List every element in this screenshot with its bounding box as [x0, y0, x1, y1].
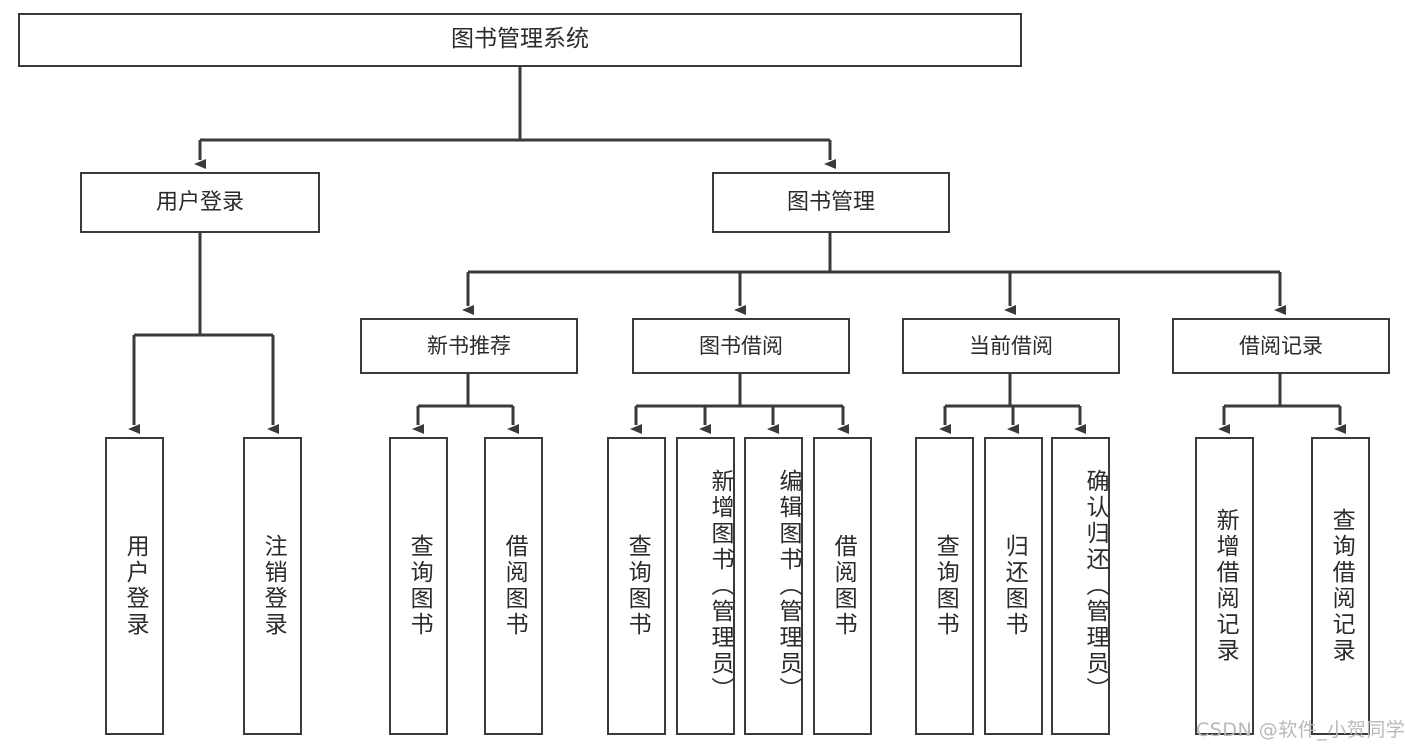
leaf-edit-book[interactable]: 编辑图书（管理员） [744, 437, 803, 735]
leaf-query-book-current[interactable]: 查询图书 [915, 437, 974, 735]
node-label: 查询借阅记录 [1328, 508, 1355, 664]
node-label: 查询图书 [932, 534, 959, 638]
leaf-borrow-book[interactable]: 借阅图书 [813, 437, 872, 735]
node-label: 用户登录 [122, 534, 149, 638]
node-borrow-record[interactable]: 借阅记录 [1172, 318, 1390, 374]
node-label: 图书管理系统 [451, 26, 589, 53]
node-label: 查询图书 [624, 534, 651, 638]
node-label: 注销登录 [260, 534, 287, 638]
node-label: 借阅图书 [501, 534, 528, 638]
leaf-user-login[interactable]: 用户登录 [105, 437, 164, 735]
node-label: 编辑图书（管理员） [775, 469, 801, 703]
node-user-login[interactable]: 用户登录 [80, 172, 320, 233]
leaf-borrow-book-recommend[interactable]: 借阅图书 [484, 437, 543, 735]
leaf-query-book-recommend[interactable]: 查询图书 [389, 437, 448, 735]
node-current-borrow[interactable]: 当前借阅 [902, 318, 1120, 374]
leaf-add-book[interactable]: 新增图书（管理员） [676, 437, 735, 735]
leaf-confirm-return[interactable]: 确认归还（管理员） [1051, 437, 1110, 735]
node-label: 归还图书 [1001, 534, 1028, 638]
node-new-book-recommend[interactable]: 新书推荐 [360, 318, 578, 374]
node-label: 新增借阅记录 [1212, 508, 1239, 664]
node-label: 新增图书（管理员） [707, 469, 733, 703]
node-label: 图书借阅 [699, 333, 783, 358]
node-label: 用户登录 [155, 189, 244, 215]
node-book-management[interactable]: 图书管理 [712, 172, 950, 233]
node-label: 借阅记录 [1239, 333, 1323, 358]
leaf-return-book[interactable]: 归还图书 [984, 437, 1043, 735]
node-label: 当前借阅 [969, 333, 1053, 358]
node-label: 新书推荐 [427, 333, 511, 358]
node-label: 查询图书 [406, 534, 433, 638]
leaf-query-borrow-record[interactable]: 查询借阅记录 [1311, 437, 1370, 735]
node-root-book-management-system[interactable]: 图书管理系统 [18, 13, 1022, 67]
leaf-add-borrow-record[interactable]: 新增借阅记录 [1195, 437, 1254, 735]
node-book-borrow[interactable]: 图书借阅 [632, 318, 850, 374]
node-label: 借阅图书 [830, 534, 857, 638]
csdn-watermark: CSDN @软件_小贺同学 [1196, 719, 1405, 741]
node-label: 确认归还（管理员） [1082, 469, 1108, 703]
leaf-logout[interactable]: 注销登录 [243, 437, 302, 735]
leaf-query-book-borrow[interactable]: 查询图书 [607, 437, 666, 735]
node-label: 图书管理 [786, 189, 875, 215]
